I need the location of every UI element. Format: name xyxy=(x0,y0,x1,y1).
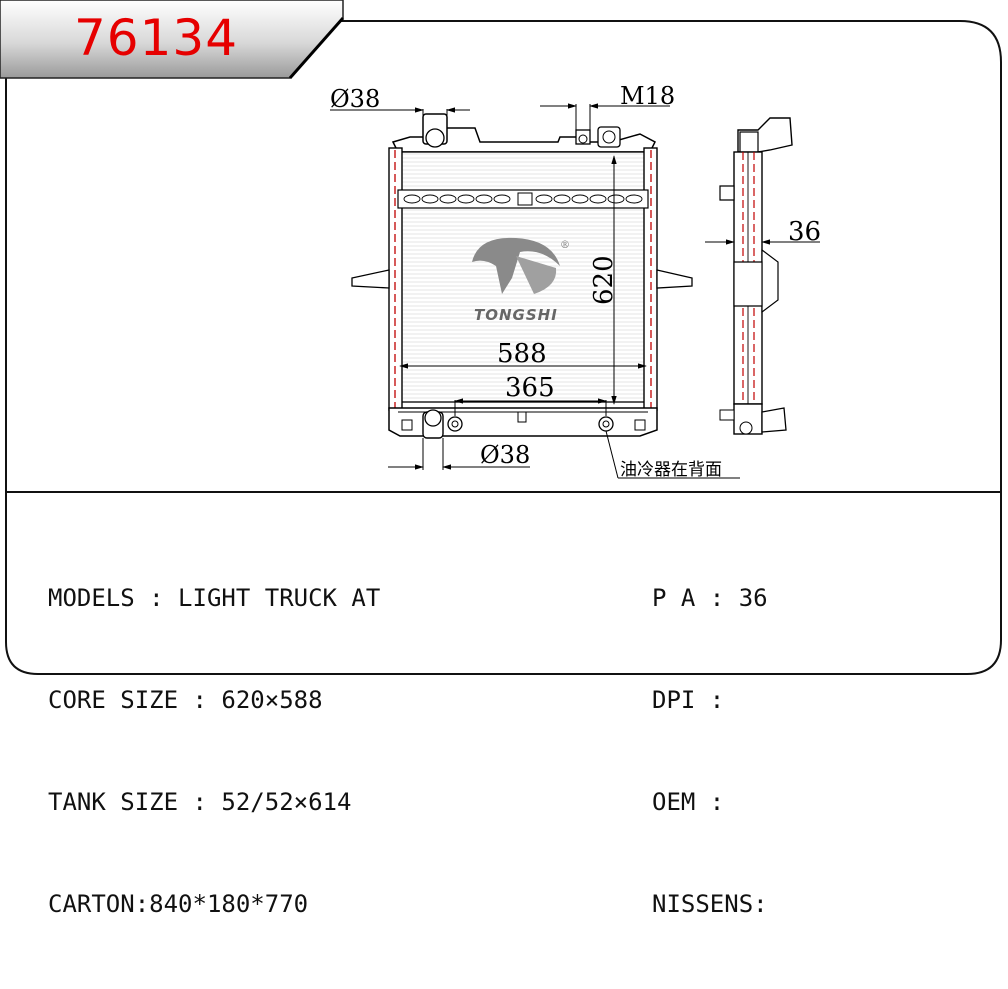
dim-core-width-label: 588 xyxy=(497,339,547,369)
sheet-border xyxy=(5,20,1002,675)
dim-core-thickness-label: 36 xyxy=(788,217,821,247)
dimension-inlet-top: Ø38 xyxy=(330,85,470,120)
dimension-thread: M18 xyxy=(540,82,675,132)
spec-core-size: CORE SIZE : 620×588 xyxy=(48,686,323,714)
spec-tank-size: TANK SIZE : 52/52×614 xyxy=(48,788,352,816)
oil-cooler-note: 油冷器在背面 xyxy=(605,430,740,480)
radiator-side-view xyxy=(719,117,793,435)
spec-oem: OEM : xyxy=(652,788,725,816)
spec-pa: P A : 36 xyxy=(652,584,768,612)
oil-cooler-note-text: 油冷器在背面 xyxy=(620,460,722,480)
registered-mark: ® xyxy=(560,240,570,251)
radiator-front-view xyxy=(351,113,693,439)
part-number: 76134 xyxy=(74,9,239,67)
dim-inlet-top-label: Ø38 xyxy=(330,85,380,113)
specs-right: P A : 36 DPI : OEM : NISSENS: xyxy=(652,513,768,989)
dimension-outlet-bottom: Ø38 xyxy=(388,438,530,470)
specs-left: MODELS : LIGHT TRUCK AT CORE SIZE : 620×… xyxy=(48,513,380,989)
spec-carton: CARTON:840*180*770 xyxy=(48,890,309,918)
dim-thread-label: M18 xyxy=(620,82,675,110)
dimension-mount-spacing: 365 xyxy=(454,373,607,416)
technical-drawing: ® TONGSHI Ø38 M18 620 588 xyxy=(0,0,1002,675)
spec-dpi: DPI : xyxy=(652,686,725,714)
dimension-core-thickness: 36 xyxy=(705,217,821,247)
dim-outlet-bottom-label: Ø38 xyxy=(480,441,530,469)
spec-nissens: NISSENS: xyxy=(652,890,768,918)
spec-sheet: ® TONGSHI Ø38 M18 620 588 xyxy=(0,0,1002,918)
spec-models: MODELS : LIGHT TRUCK AT xyxy=(48,584,381,612)
dimension-core-height: 620 xyxy=(589,155,619,405)
brand-name: TONGSHI xyxy=(474,306,558,324)
dim-mount-spacing-label: 365 xyxy=(505,373,555,403)
tongshi-logo: ® TONGSHI xyxy=(472,237,570,324)
dim-core-height-label: 620 xyxy=(589,255,619,305)
dimension-core-width: 588 xyxy=(399,339,647,369)
